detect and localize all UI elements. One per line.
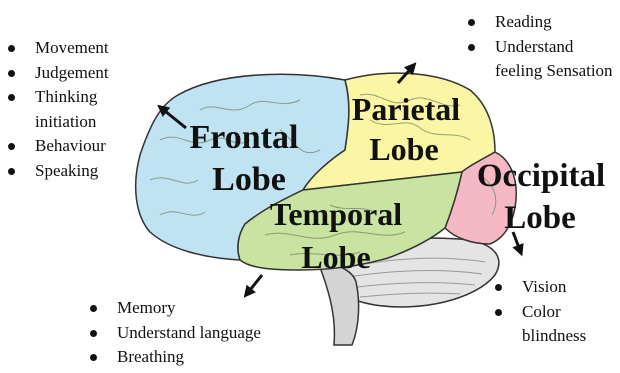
- temporal-lobe-label-line2: Lobe: [301, 239, 370, 275]
- frontal-function-item: Judgement: [8, 61, 158, 86]
- temporal-function-item: Breathing: [90, 345, 350, 370]
- frontal-function-item: Movement: [8, 36, 158, 61]
- frontal-lobe-label-line2: Lobe: [212, 161, 286, 198]
- temporal-functions-list: Memory Understand language Breathing: [90, 296, 350, 370]
- occipital-lobe-label-line2: Lobe: [504, 200, 576, 236]
- occipital-function-item: Vision: [495, 275, 620, 300]
- parietal-lobe-label-line2: Lobe: [369, 131, 438, 167]
- frontal-function-item: Speaking: [8, 159, 158, 184]
- temporal-function-item: Memory: [90, 296, 350, 321]
- frontal-functions-list: Movement Judgement Thinking initiation B…: [8, 36, 158, 183]
- parietal-functions-list: Reading Understand feeling Sensation: [468, 10, 618, 84]
- frontal-lobe-label-line1: Frontal: [190, 119, 299, 156]
- frontal-function-item: Thinking initiation: [8, 85, 158, 134]
- parietal-function-item: Understand feeling Sensation: [468, 35, 618, 84]
- occipital-lobe-label-line1: Occipital: [477, 158, 605, 194]
- parietal-lobe-label-line1: Parietal: [352, 91, 461, 127]
- parietal-function-item: Reading: [468, 10, 618, 35]
- frontal-function-item: Behaviour: [8, 134, 158, 159]
- temporal-arrow: [246, 275, 262, 295]
- occipital-function-item: Color blindness: [495, 300, 620, 349]
- temporal-lobe-label-line1: Temporal: [270, 196, 402, 232]
- occipital-functions-list: Vision Color blindness: [495, 275, 620, 349]
- temporal-function-item: Understand language: [90, 321, 350, 346]
